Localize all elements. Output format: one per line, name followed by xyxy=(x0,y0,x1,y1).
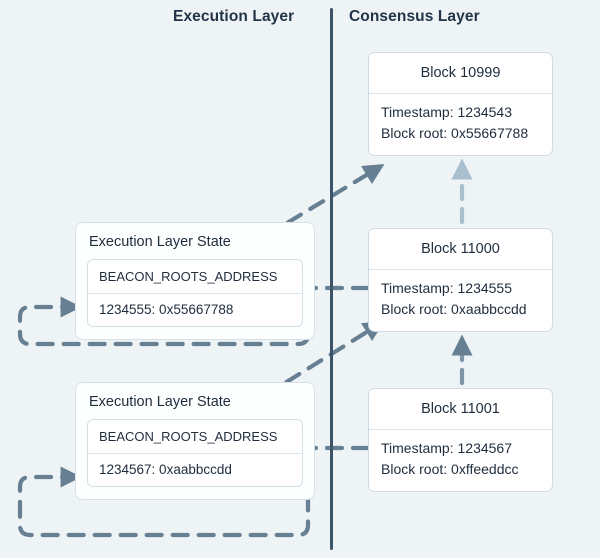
block-timestamp: Timestamp: 1234567 xyxy=(381,440,512,456)
block-root: Block root: 0xaabbccdd xyxy=(381,301,527,318)
block-timestamp: Timestamp: 1234543 xyxy=(381,104,512,120)
consensus-block-10999[interactable]: Block 10999 Timestamp: 1234543 Block roo… xyxy=(368,52,553,156)
block-title: Block 10999 xyxy=(369,53,552,94)
beacon-roots-entry: 1234567: 0xaabbccdd xyxy=(99,462,232,477)
block-details: Timestamp: 1234567 Block root: 0xffeeddc… xyxy=(369,430,552,491)
consensus-block-11001[interactable]: Block 11001 Timestamp: 1234567 Block roo… xyxy=(368,388,553,492)
block-root: Block root: 0x55667788 xyxy=(381,125,529,142)
execution-layer-state-2[interactable]: Execution Layer State BEACON_ROOTS_ADDRE… xyxy=(75,382,315,500)
column-title-consensus-layer: Consensus Layer xyxy=(349,8,480,25)
consensus-block-11000[interactable]: Block 11000 Timestamp: 1234555 Block roo… xyxy=(368,228,553,332)
beacon-roots-table: BEACON_ROOTS_ADDRESS 1234555: 0x55667788 xyxy=(87,259,303,327)
execution-layer-state-1[interactable]: Execution Layer State BEACON_ROOTS_ADDRE… xyxy=(75,222,315,340)
layer-divider xyxy=(330,8,333,550)
block-details: Timestamp: 1234543 Block root: 0x5566778… xyxy=(369,94,552,155)
execution-state-title: Execution Layer State xyxy=(89,234,231,250)
execution-state-title: Execution Layer State xyxy=(89,394,231,410)
beacon-roots-entry: 1234555: 0x55667788 xyxy=(99,302,234,317)
block-details: Timestamp: 1234555 Block root: 0xaabbccd… xyxy=(369,270,552,331)
column-title-execution-layer: Execution Layer xyxy=(173,8,295,25)
block-root: Block root: 0xffeeddcc xyxy=(381,461,519,478)
beacon-roots-address-label: BEACON_ROOTS_ADDRESS xyxy=(88,260,302,294)
block-timestamp: Timestamp: 1234555 xyxy=(381,280,512,296)
beacon-roots-table: BEACON_ROOTS_ADDRESS 1234567: 0xaabbccdd xyxy=(87,419,303,487)
block-title: Block 11000 xyxy=(369,229,552,270)
block-title: Block 11001 xyxy=(369,389,552,430)
beacon-roots-address-label: BEACON_ROOTS_ADDRESS xyxy=(88,420,302,454)
